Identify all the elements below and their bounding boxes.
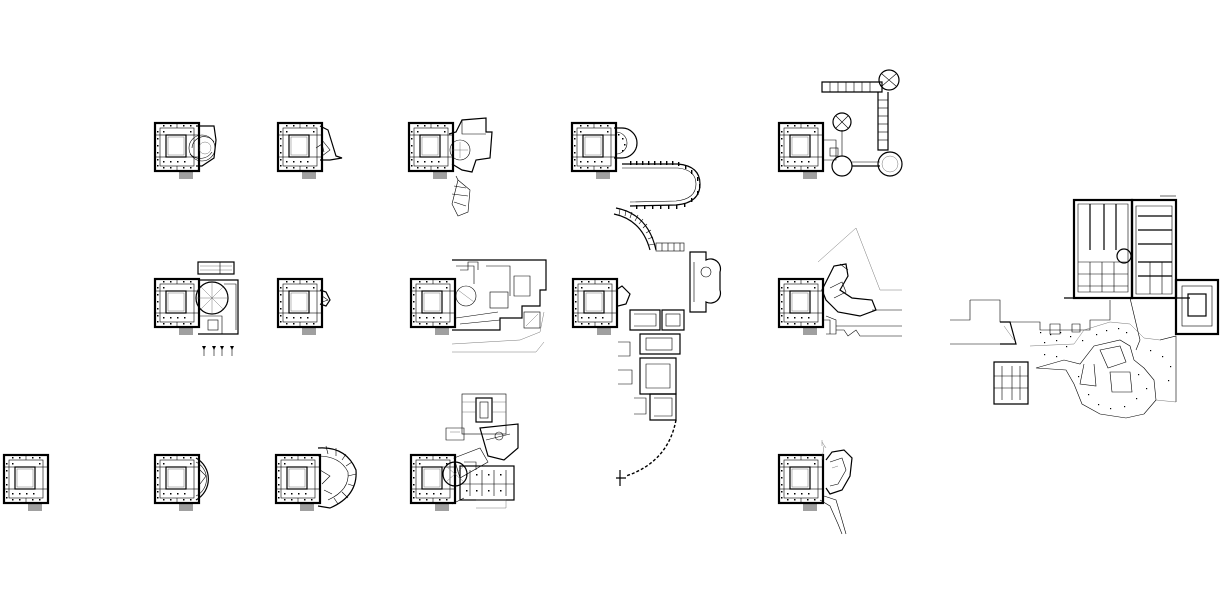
- plan-r1-c4: [407, 117, 493, 217]
- plan-r3-c6: [777, 440, 853, 535]
- plan-r2-c6: [777, 227, 902, 337]
- plan-r1-c5: [570, 121, 701, 209]
- plan-r1-c3: [276, 121, 343, 181]
- plan-r3-c3: [274, 445, 357, 513]
- plan-r2-c7: [950, 195, 1220, 419]
- plan-r1-c6: [777, 69, 903, 181]
- plan-r2-c4: [409, 259, 547, 353]
- plan-r3-c4: [409, 393, 519, 513]
- plan-r2-c3: [276, 277, 331, 337]
- plan-r1-c2: [153, 121, 217, 181]
- plan-r3-c2: [153, 453, 209, 513]
- plan-r2-c5: [571, 207, 722, 486]
- plan-r3-c1: [2, 453, 50, 513]
- plan-r2-c2: [153, 261, 239, 356]
